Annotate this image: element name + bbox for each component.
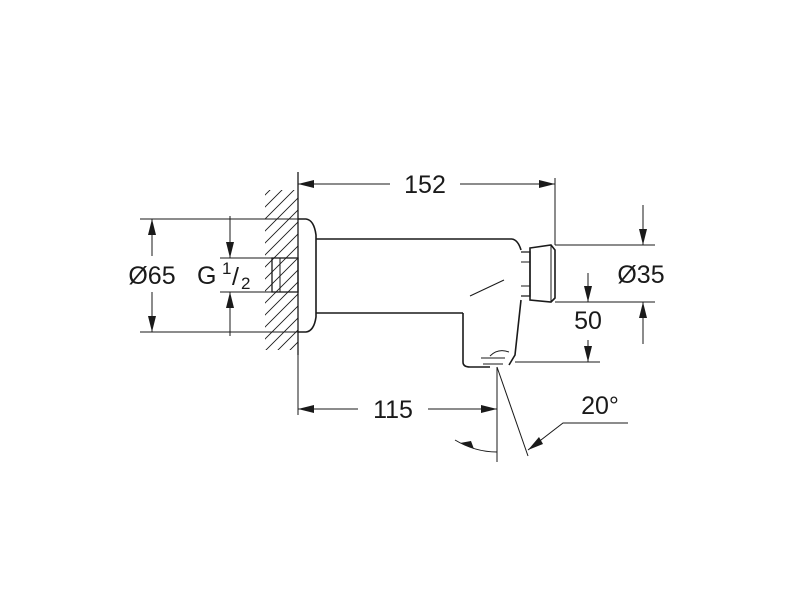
wall-flange — [298, 218, 317, 333]
wall-hatching — [265, 190, 298, 350]
valve-body — [316, 238, 522, 368]
thread-label-slash: / — [232, 263, 239, 291]
dim-label-50: 50 — [574, 307, 602, 335]
dim-label-diameter-65: Ø65 — [128, 262, 175, 290]
dimension-diameter-65: Ø65 — [128, 218, 298, 333]
dim-label-angle-20: 20° — [581, 392, 619, 420]
dimension-angle-20: 20° — [454, 366, 628, 457]
dimension-thread: G 1 / 2 — [197, 216, 278, 336]
thread-label-denominator: 2 — [241, 274, 250, 293]
thread-connector — [271, 257, 299, 293]
dim-label-diameter-35: Ø35 — [617, 261, 664, 289]
dimension-50: 50 — [515, 273, 602, 363]
thread-label-g: G — [197, 262, 216, 290]
thread-label-numerator: 1 — [222, 259, 231, 278]
dimension-115: 115 — [297, 355, 498, 462]
dimension-152: 152 — [298, 171, 556, 245]
dim-label-115: 115 — [373, 396, 413, 424]
dim-label-152: 152 — [404, 171, 446, 199]
push-button — [521, 244, 556, 303]
dimension-diameter-35: Ø35 — [555, 205, 665, 344]
